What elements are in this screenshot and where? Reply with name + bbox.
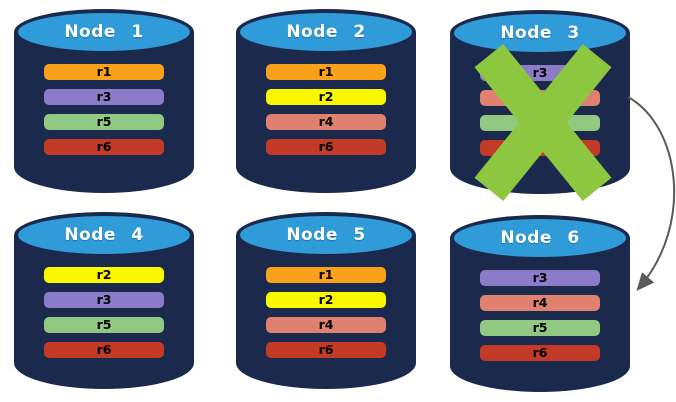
node-4: Node 4 r2 r3 r5 r6 <box>14 212 194 389</box>
node-5-title: Node 5 <box>286 225 366 245</box>
node-4-title: Node 4 <box>64 225 144 245</box>
node-6: Node 6 r3 r4 r5 r6 <box>450 215 630 392</box>
replica-bar: r6 <box>266 139 386 155</box>
replica-bar: r6 <box>480 345 600 361</box>
node-1: Node 1 r1 r3 r5 r6 <box>14 9 194 193</box>
node-6-replica-list: r3 r4 r5 r6 <box>480 270 600 361</box>
node-4-cylinder-body <box>14 235 194 389</box>
node-2-title: Node 2 <box>286 22 366 42</box>
replica-bar: r5 <box>44 114 164 130</box>
node-5-cylinder-top: Node 5 <box>236 212 416 258</box>
node-4-replica-list: r2 r3 r5 r6 <box>44 267 164 358</box>
node-2-cylinder-body <box>236 32 416 193</box>
node-3-cylinder-top: Node 3 <box>450 10 630 56</box>
node-3: Node 3 r3 r4 r5 r6 <box>450 10 630 201</box>
node-5-cylinder-body <box>236 235 416 389</box>
replica-bar: r6 <box>44 342 164 358</box>
replica-bar: r4 <box>480 295 600 311</box>
node-2-cylinder-top: Node 2 <box>236 9 416 55</box>
replica-bar: r2 <box>266 89 386 105</box>
replica-bar: r5 <box>480 320 600 336</box>
node-4-cylinder-top: Node 4 <box>14 212 194 258</box>
replica-bar: r1 <box>44 64 164 80</box>
node-6-cylinder-body <box>450 238 630 392</box>
replica-bar: r4 <box>266 114 386 130</box>
node-2-replica-list: r1 r2 r4 r6 <box>266 64 386 155</box>
node-6-cylinder-top: Node 6 <box>450 215 630 261</box>
replica-bar: r5 <box>44 317 164 333</box>
replica-bar: r1 <box>266 267 386 283</box>
replica-bar: r3 <box>44 89 164 105</box>
node-5: Node 5 r1 r2 r4 r6 <box>236 212 416 389</box>
node-1-replica-list: r1 r3 r5 r6 <box>44 64 164 155</box>
node-2: Node 2 r1 r2 r4 r6 <box>236 9 416 193</box>
node-1-cylinder-top: Node 1 <box>14 9 194 55</box>
replica-bar: r1 <box>266 64 386 80</box>
arrow-path <box>627 96 676 292</box>
node-1-cylinder-body <box>14 32 194 193</box>
node-3-title: Node 3 <box>500 23 580 43</box>
replica-bar: r6 <box>266 342 386 358</box>
replica-bar: r3 <box>44 292 164 308</box>
replica-bar: r2 <box>44 267 164 283</box>
node-5-replica-list: r1 r2 r4 r6 <box>266 267 386 358</box>
replica-bar: r6 <box>44 139 164 155</box>
node-6-title: Node 6 <box>500 228 580 248</box>
replica-bar: r4 <box>266 317 386 333</box>
node-1-title: Node 1 <box>64 22 144 42</box>
replica-bar: r2 <box>266 292 386 308</box>
replica-bar: r3 <box>480 270 600 286</box>
